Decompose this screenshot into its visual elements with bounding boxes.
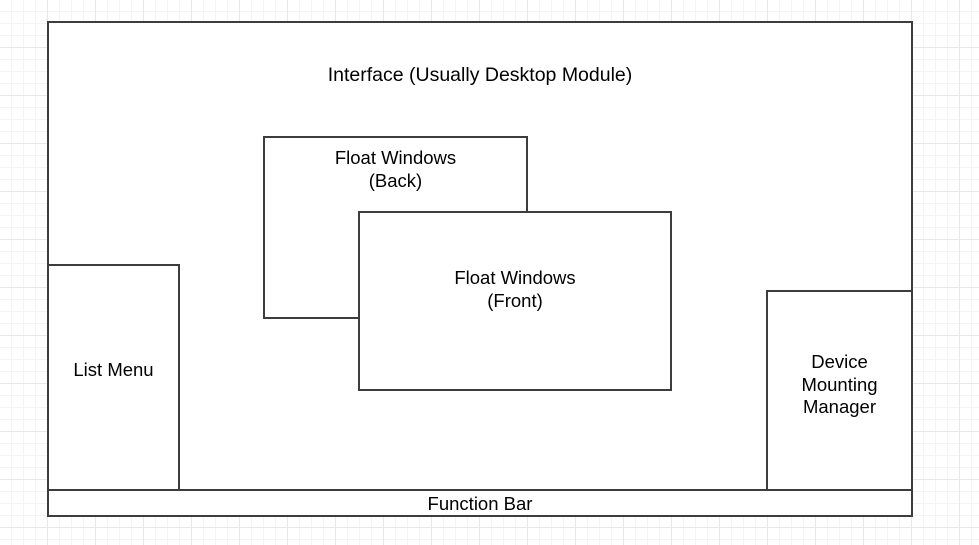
float-window-front-box[interactable]: Float Windows (Front) — [358, 211, 672, 391]
function-bar-label: Function Bar — [427, 493, 533, 514]
list-menu-label: List Menu — [73, 359, 154, 380]
device-mounting-manager-box[interactable]: Device Mounting Manager — [766, 290, 913, 491]
function-bar-box[interactable]: Function Bar — [47, 489, 913, 517]
float-window-back-label: Float Windows (Back) — [334, 147, 457, 191]
device-mounting-manager-label: Device Mounting Manager — [801, 351, 878, 418]
float-window-front-label: Float Windows (Front) — [454, 267, 576, 311]
list-menu-box[interactable]: List Menu — [47, 264, 180, 491]
interface-container-label: Interface (Usually Desktop Module) — [327, 64, 633, 86]
